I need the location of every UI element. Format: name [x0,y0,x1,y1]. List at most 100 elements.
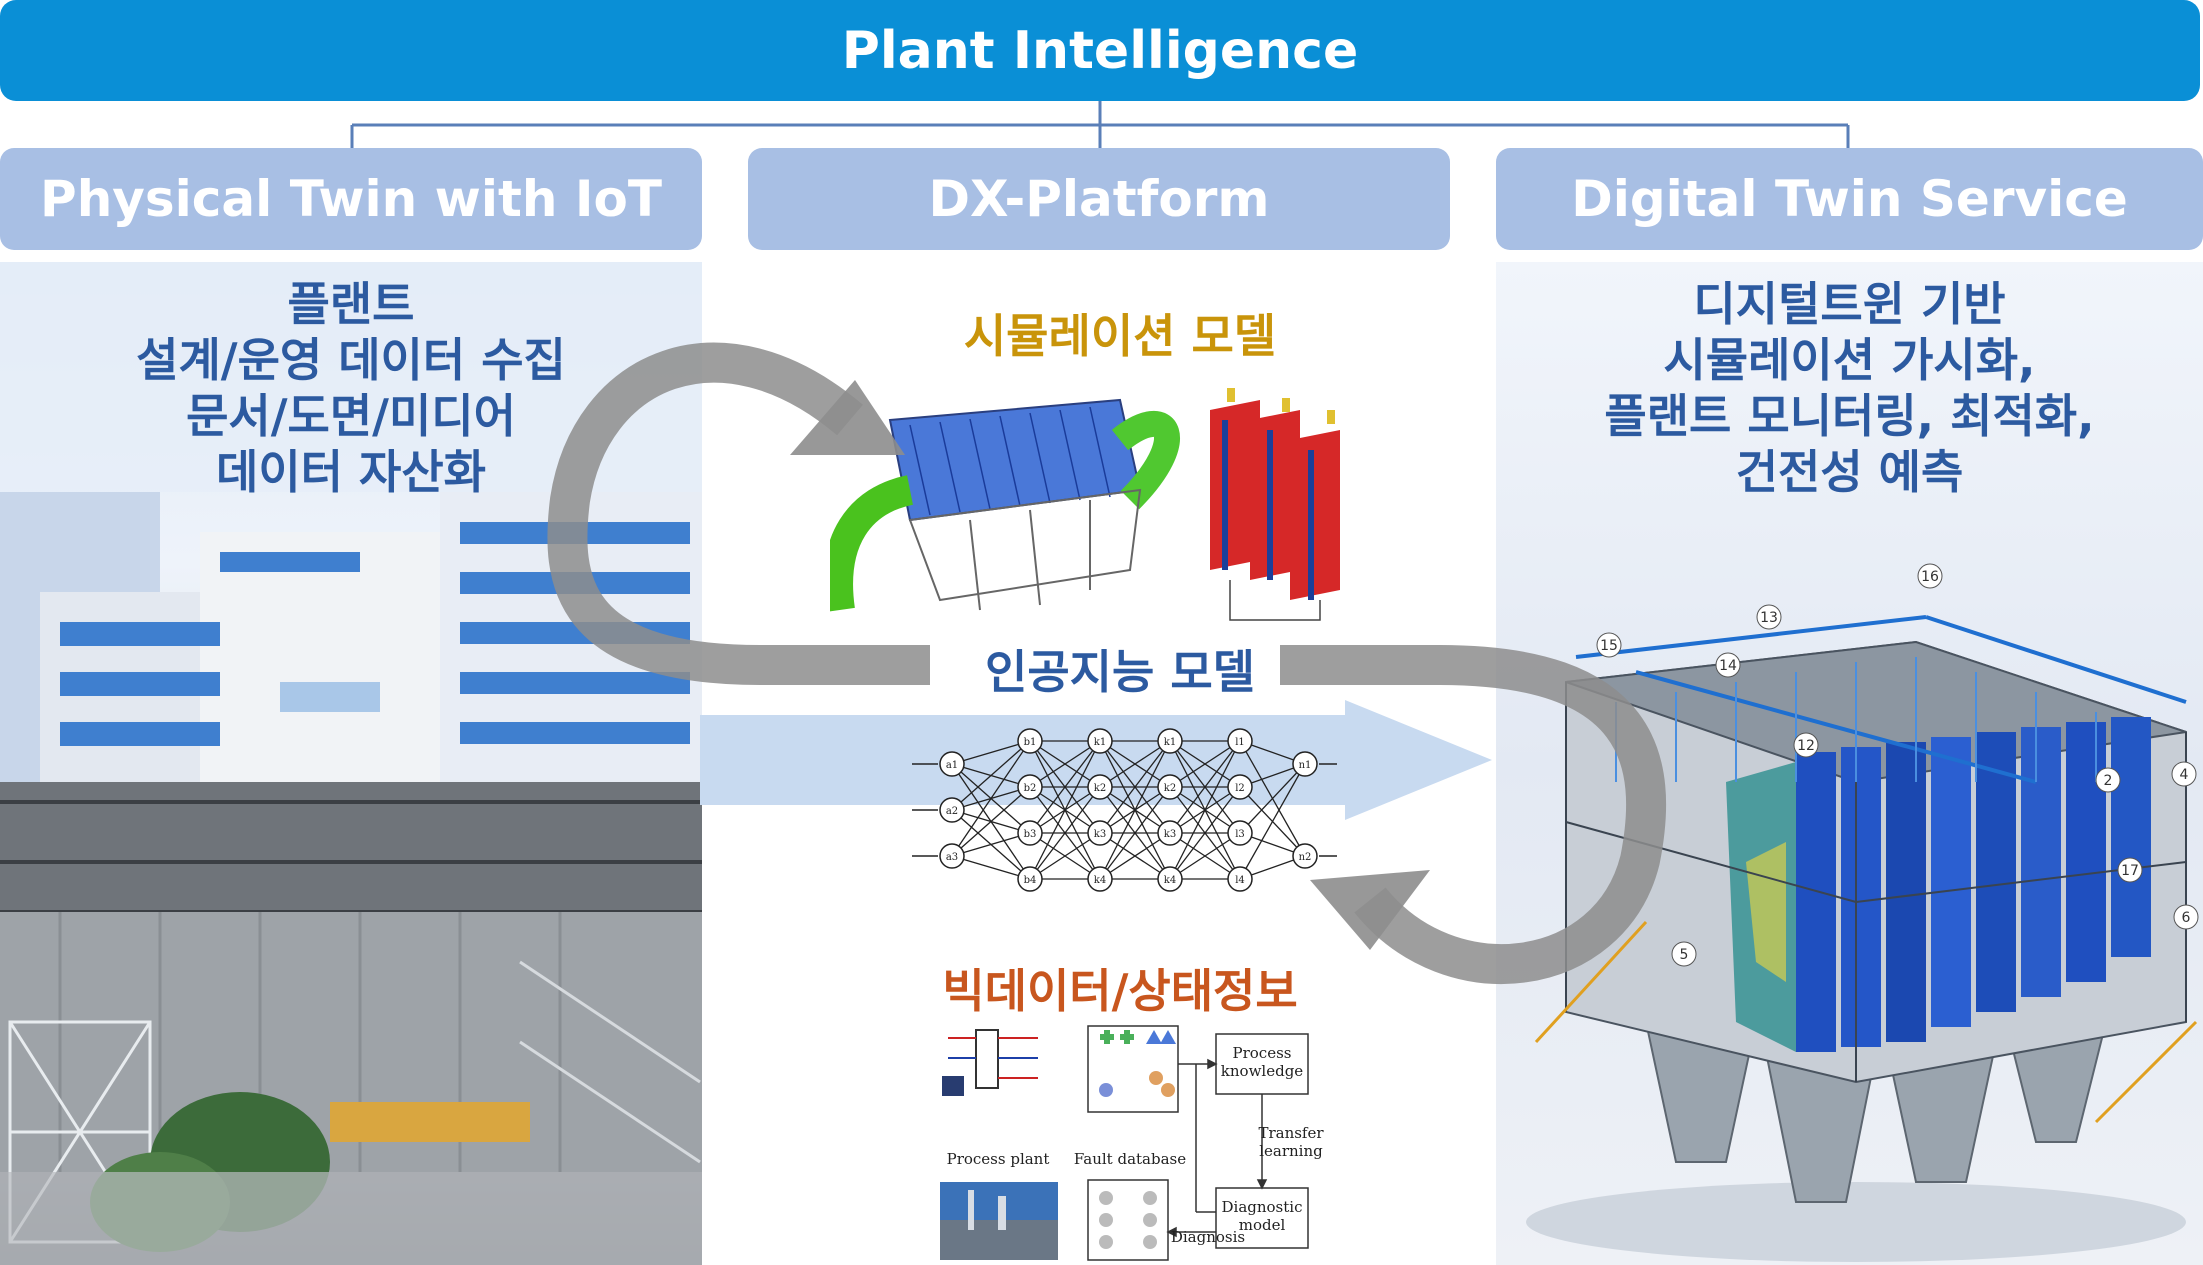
column-header-service: Digital Twin Service [1496,148,2203,250]
nn-node-label: b1 [1024,737,1037,748]
nn-node-label: k1 [1164,737,1176,748]
nn-edge [951,740,1031,857]
svg-text:learning: learning [1259,1142,1323,1160]
svg-text:Fault database: Fault database [1074,1150,1186,1168]
nn-node [1227,820,1253,846]
nn-node [1227,866,1253,892]
column-header-platform: DX-Platform [748,148,1450,250]
nn-node [1087,774,1113,800]
nn-edge [1099,832,1171,880]
nn-node [1017,728,1043,754]
nn-edge [951,855,1031,880]
nn-node-label: b3 [1024,829,1037,840]
nn-node-label: l2 [1235,783,1245,794]
nn-node-label: n1 [1299,760,1312,771]
physical-caption: 플랜트 설계/운영 데이터 수집 문서/도면/미디어 데이터 자산화 [136,277,566,499]
nn-node [1227,774,1253,800]
digital-twin-image: 16 13 15 14 12 2 4 17 6 5 디지털트윈 기반 시뮬레이션… [1496,262,2203,1265]
svg-text:model: model [1239,1216,1286,1234]
nn-node-label: l3 [1235,829,1245,840]
nn-node [1227,728,1253,754]
nn-node [1157,820,1183,846]
svg-text:Process plant: Process plant [947,1150,1050,1168]
nn-node [939,751,965,777]
nn-edge [1169,740,1241,788]
simulation-model-figure [830,388,1340,621]
column-header-physical: Physical Twin with IoT [0,148,702,250]
nn-node [939,843,965,869]
nn-node-label: k4 [1094,875,1106,886]
callout-label: 2 [2104,773,2113,789]
nn-edge [1029,740,1101,788]
nn-node [1017,866,1043,892]
nn-node-label: a3 [946,852,958,863]
nn-node-label: k3 [1164,829,1176,840]
nn-edge [951,740,1031,811]
fault-diagnosis-figure: Process knowledge Diagnostic model Trans… [940,1025,1324,1261]
svg-text:Diagnostic: Diagnostic [1222,1198,1303,1216]
nn-edge [1169,740,1241,880]
nn-edge [1239,763,1306,834]
nn-node [1157,774,1183,800]
nn-edge [1169,740,1241,834]
callout-label: 15 [1600,638,1618,654]
nn-node [1292,751,1318,777]
nn-node-label: l1 [1235,737,1245,748]
nn-node-label: b4 [1024,875,1037,886]
callout-label: 14 [1719,658,1737,674]
callout-label: 5 [1680,947,1689,963]
bigdata-label: 빅데이터/상태정보 [942,964,1298,1018]
data-flow-arrow [700,700,1492,820]
nn-node-label: k2 [1094,783,1106,794]
callout-label: 6 [2182,910,2191,926]
neural-network-figure: a1 a2 a3 b1 b2 b3 b4 k1 k2 k3 k4 k1 k2 k3 k4 l1 l2 l3 l4 n1… [912,728,1337,892]
nn-edge [1029,832,1101,880]
nn-edge [951,740,1031,765]
nn-edge [1169,786,1241,880]
nn-edge [1029,786,1101,880]
plant-illustration [0,262,702,1265]
nn-edge [1099,740,1171,880]
title-bar: Plant Intelligence [0,0,2200,101]
nn-edge [1099,740,1171,788]
nn-node [1087,866,1113,892]
nn-node [1087,820,1113,846]
nn-edge [1099,786,1171,880]
nn-node-label: b2 [1024,783,1037,794]
nn-node-label: a2 [946,806,958,817]
nn-edge [1029,740,1101,880]
callout-label: 12 [1797,738,1815,754]
nn-node [1087,728,1113,754]
nn-node-label: n2 [1299,852,1312,863]
callout-label: 13 [1760,610,1778,626]
nn-edge [1239,763,1306,880]
header-connectors [350,101,1850,148]
nn-node [939,797,965,823]
nn-edge [1099,740,1171,834]
nn-node [1157,728,1183,754]
svg-text:Process: Process [1233,1044,1292,1062]
nn-node [1292,843,1318,869]
svg-text:knowledge: knowledge [1221,1062,1303,1080]
callout-label: 4 [2180,767,2189,783]
nn-node [1017,820,1043,846]
callout-label: 17 [2121,863,2139,879]
callout-label: 16 [1921,569,1939,585]
ai-model-label: 인공지능 모델 [985,645,1255,699]
nn-node-label: k3 [1094,829,1106,840]
nn-node-label: l4 [1235,875,1245,886]
nn-node-label: a1 [946,760,958,771]
nn-edge [951,786,1031,857]
svg-text:Diagnosis: Diagnosis [1171,1228,1245,1246]
nn-edge [951,832,1031,857]
digital-twin-render: 16 13 15 14 12 2 4 17 6 5 [1526,563,2199,1262]
nn-edge [1169,832,1241,880]
nn-node [1017,774,1043,800]
page-title: Plant Intelligence [841,20,1359,81]
nn-node-label: k4 [1164,875,1176,886]
service-caption: 디지털트윈 기반 시뮬레이션 가시화, 플랜트 모니터링, 최적화, 건전성 예… [1604,277,2095,499]
nn-node-label: k2 [1164,783,1176,794]
simulation-model-label: 시뮬레이션 모델 [963,309,1277,363]
nn-node-label: k1 [1094,737,1106,748]
